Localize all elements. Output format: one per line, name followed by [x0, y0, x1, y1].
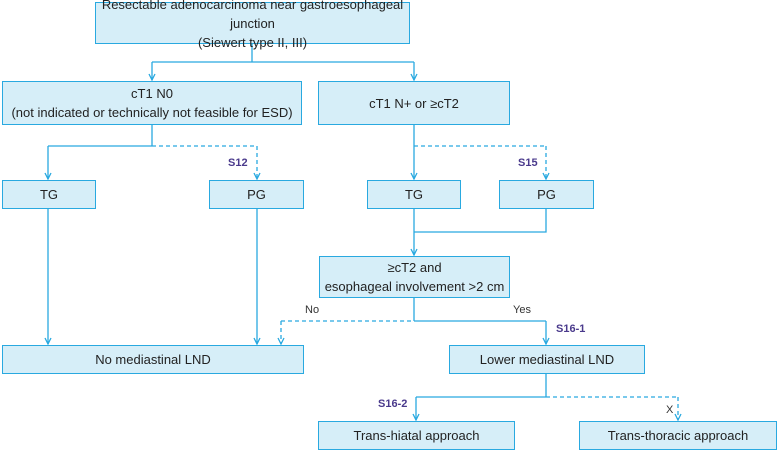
edge-label-x: X [666, 404, 674, 416]
node-resectable-adenocarcinoma: Resectable adenocarcinoma near gastroeso… [95, 0, 410, 50]
node-no-lnd-label: No mediastinal LND [95, 352, 211, 367]
edge-label-yes: Yes [513, 304, 531, 316]
node-ct1-n0: cT1 N0 (not indicated or technically not … [2, 81, 302, 125]
node-ct1n0-line1: cT1 N0 [131, 86, 173, 101]
step-label-s15: S15 [518, 157, 538, 169]
edge-pg-right-merge [414, 209, 547, 233]
node-trans-hiatal-approach: Trans-hiatal approach [318, 421, 515, 450]
node-tg-left: TG [2, 180, 96, 209]
edge-label-no: No [305, 304, 320, 316]
node-tg-right-label: TG [404, 187, 424, 202]
node-pg-right: PG [499, 180, 594, 209]
node-tg-left-label: TG [39, 187, 59, 202]
node-no-mediastinal-lnd: No mediastinal LND [2, 345, 304, 374]
node-root-line1: Resectable adenocarcinoma near gastroeso… [101, 0, 404, 31]
node-ct2-esophageal-criteria: ≥cT2 and esophageal involvement >2 cm [319, 256, 510, 298]
node-tg-right: TG [367, 180, 461, 209]
node-root-line2: (Siewert type II, III) [197, 34, 308, 50]
node-pg-left: PG [209, 180, 304, 209]
node-ct1-n-or-ct2: cT1 N+ or ≥cT2 [318, 81, 510, 125]
node-lower-mediastinal-lnd: Lower mediastinal LND [449, 345, 645, 374]
step-label-s12: S12 [228, 157, 248, 169]
node-thoracic-label: Trans-thoracic approach [607, 428, 749, 443]
node-pg-right-label: PG [537, 187, 556, 202]
node-criteria-line2: esophageal involvement >2 cm [324, 279, 505, 294]
node-hiatal-label: Trans-hiatal approach [353, 428, 480, 443]
node-lower-lnd-label: Lower mediastinal LND [479, 352, 615, 367]
step-label-s16-2: S16-2 [378, 398, 408, 410]
node-ct1n0-line2: (not indicated or technically not feasib… [11, 105, 293, 120]
step-label-s16-1: S16-1 [556, 323, 586, 335]
node-trans-thoracic-approach: Trans-thoracic approach [579, 421, 777, 450]
node-criteria-line1: ≥cT2 and [387, 260, 442, 275]
node-ct1n-ct2-line1: cT1 N+ or ≥cT2 [369, 95, 459, 111]
node-pg-left-label: PG [247, 187, 266, 202]
